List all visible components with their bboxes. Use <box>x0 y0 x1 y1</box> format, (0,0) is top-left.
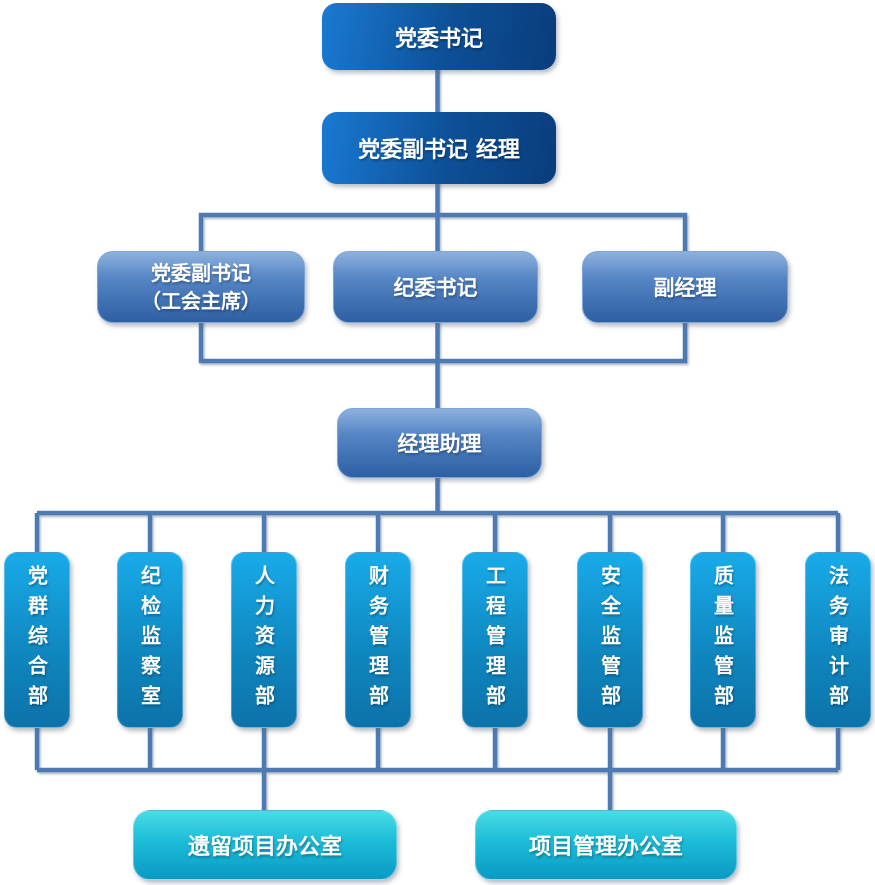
node-dept-human-resources: 人力资源部 <box>231 552 297 728</box>
dept-label: 人力资源部 <box>251 565 276 715</box>
dept-label: 法务审计部 <box>825 565 850 715</box>
node-dept-legal-audit: 法务审计部 <box>805 552 871 728</box>
dept-label: 工程管理部 <box>482 565 507 715</box>
node-dept-party-mass-comprehensive: 党群综合部 <box>4 552 70 728</box>
node-deputy-manager: 副经理 <box>582 251 788 323</box>
node-deputy-party-secretary-manager: 党委副书记 经理 <box>322 112 556 184</box>
node-dept-discipline-inspection: 纪检监察室 <box>117 552 183 728</box>
node-party-committee-secretary: 党委书记 <box>322 3 556 70</box>
node-deputy-party-secretary-union-chairman: 党委副书记 （工会主席） <box>97 251 305 323</box>
node-manager-assistant: 经理助理 <box>337 408 542 478</box>
node-dept-finance-management: 财务管理部 <box>345 552 411 728</box>
dept-label: 党群综合部 <box>24 565 49 715</box>
node-office-project-management: 项目管理办公室 <box>475 810 737 880</box>
node-discipline-committee-secretary: 纪委书记 <box>333 251 538 323</box>
node-dept-safety-supervision: 安全监管部 <box>577 552 643 728</box>
dept-label: 安全监管部 <box>597 565 622 715</box>
dept-label: 纪检监察室 <box>137 565 162 715</box>
node-dept-engineering-management: 工程管理部 <box>462 552 528 728</box>
node-office-legacy-projects: 遗留项目办公室 <box>133 810 397 880</box>
dept-label: 质量监管部 <box>710 565 735 715</box>
dept-label: 财务管理部 <box>365 565 390 715</box>
node-dept-quality-supervision: 质量监管部 <box>690 552 756 728</box>
